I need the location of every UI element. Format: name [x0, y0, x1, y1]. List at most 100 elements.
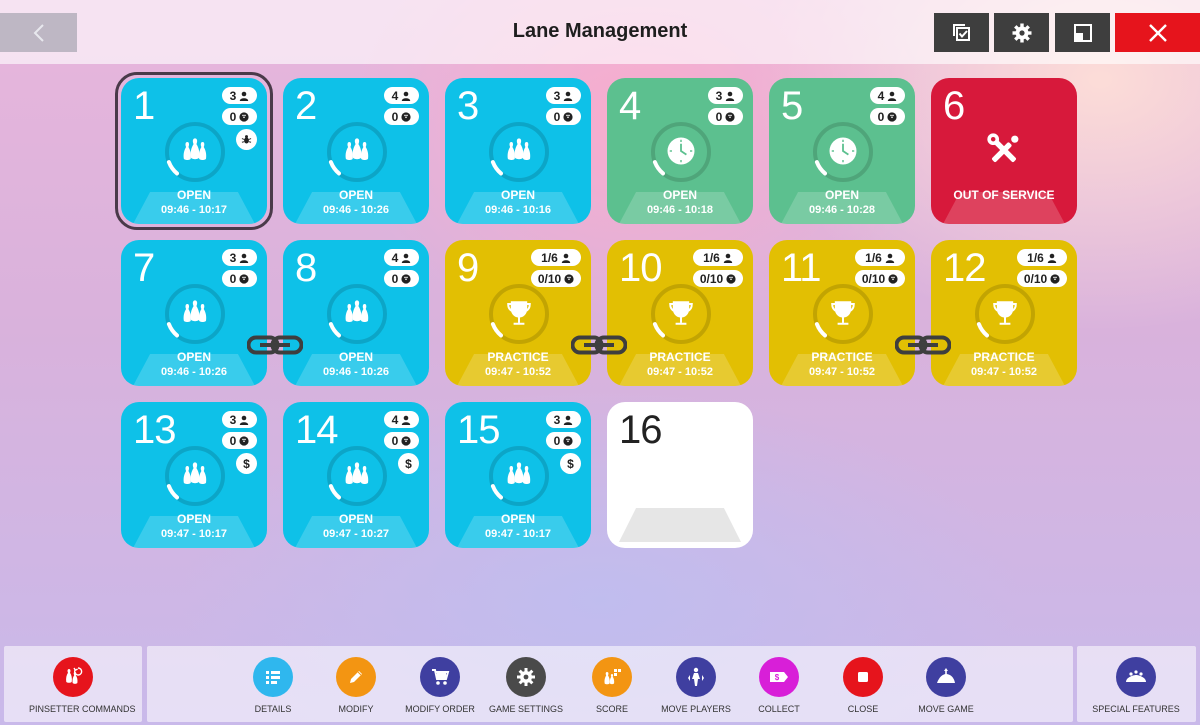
lane-number: 5	[781, 84, 803, 128]
pins-icon	[183, 138, 207, 160]
lane-link-11-12[interactable]	[895, 335, 951, 355]
modify-order-button[interactable]: MODIFY ORDER	[396, 655, 484, 717]
lane-link-7-8[interactable]	[247, 335, 303, 355]
lane-floor	[457, 354, 579, 386]
person-icon	[401, 253, 411, 263]
collect-button[interactable]: $COLLECT	[735, 655, 823, 717]
gear-icon	[1012, 23, 1031, 42]
lane-time-range: 09:46 - 10:26	[322, 204, 390, 216]
special-features-icon	[1116, 657, 1156, 697]
balls-count: 0	[229, 109, 237, 124]
lane-number: 16	[619, 408, 662, 452]
balls-count: 0	[391, 109, 399, 124]
pinsetter-commands-button[interactable]: PINSETTER COMMANDS	[29, 655, 136, 717]
balls-badge: 0	[222, 432, 257, 449]
lane-status: PRACTICE	[487, 350, 549, 364]
pinsetter-icon	[53, 657, 93, 697]
move-game-button[interactable]: MOVE GAME	[902, 655, 990, 717]
lane-progress-arc	[328, 484, 342, 500]
clock-icon	[828, 136, 858, 166]
move-players-button[interactable]: MOVE PLAYERS	[652, 655, 740, 717]
lane-status: PRACTICE	[649, 350, 711, 364]
person-icon	[239, 415, 249, 425]
lane-status: OPEN	[176, 350, 211, 364]
toolbar-button-label: DETAILS	[254, 704, 292, 714]
close-window-button[interactable]	[1115, 13, 1200, 52]
toolbar-button-label: MOVE GAME	[918, 704, 974, 714]
balls-count: 0	[391, 271, 399, 286]
balls-badge: 0	[708, 108, 743, 125]
lane-number: 13	[133, 408, 176, 452]
bowling-ball-icon	[564, 274, 574, 284]
lane-time-range: 09:47 - 10:52	[646, 366, 714, 378]
balls-count: 0/10	[861, 271, 886, 286]
lane-number: 7	[133, 246, 155, 290]
close-button[interactable]: CLOSE	[819, 655, 907, 717]
players-count: 4	[391, 412, 399, 427]
balls-badge: 0	[384, 432, 419, 449]
balls-badge: 0/10	[693, 270, 743, 287]
modify-button[interactable]: MODIFY	[312, 655, 400, 717]
lane-time-range: 09:46 - 10:17	[160, 204, 228, 216]
window-icon	[1073, 23, 1092, 42]
trophy-icon	[669, 301, 693, 325]
close-icon	[1148, 23, 1167, 42]
lane-progress-dial	[327, 284, 387, 344]
balls-count: 0	[715, 109, 723, 124]
lane-number: 12	[943, 246, 986, 290]
details-button[interactable]: DETAILS	[229, 655, 317, 717]
lane-number: 8	[295, 246, 317, 290]
lane-16[interactable]: 16	[607, 402, 753, 548]
person-icon	[239, 91, 249, 101]
person-icon	[723, 253, 733, 263]
players-badge: 3	[222, 411, 257, 428]
score-icon	[592, 657, 632, 697]
score-button[interactable]: SCORE	[568, 655, 656, 717]
person-icon	[1047, 253, 1057, 263]
game-settings-button[interactable]: GAME SETTINGS	[482, 655, 570, 717]
dollar-icon: $	[398, 453, 419, 474]
back-button[interactable]	[0, 13, 77, 52]
pencil-icon	[336, 657, 376, 697]
person-icon	[885, 253, 895, 263]
lane-number: 11	[781, 246, 822, 290]
players-badge: 3	[708, 87, 743, 104]
players-badge: 1/6	[855, 249, 905, 266]
lane-time-range: 09:46 - 10:18	[646, 204, 714, 216]
lane-floor	[943, 354, 1065, 386]
move-game-icon	[926, 657, 966, 697]
lane-number: 14	[295, 408, 338, 452]
balls-badge: 0	[222, 270, 257, 287]
settings-button[interactable]	[994, 13, 1049, 52]
players-badge: 3	[546, 411, 581, 428]
balls-count: 0/10	[537, 271, 562, 286]
person-icon	[401, 91, 411, 101]
person-icon	[239, 253, 249, 263]
toolbar-button-label: MODIFY ORDER	[405, 704, 475, 714]
pins-icon	[507, 462, 531, 484]
lane-progress-arc	[490, 322, 504, 338]
players-count: 3	[229, 88, 237, 103]
person-icon	[563, 415, 573, 425]
balls-count: 0	[877, 109, 885, 124]
lane-link-9-10[interactable]	[571, 335, 627, 355]
lane-progress-dial	[975, 284, 1035, 344]
multi-select-button[interactable]	[934, 13, 989, 52]
special-features-button[interactable]: SPECIAL FEATURES	[1092, 655, 1180, 717]
window-mode-button[interactable]	[1055, 13, 1110, 52]
